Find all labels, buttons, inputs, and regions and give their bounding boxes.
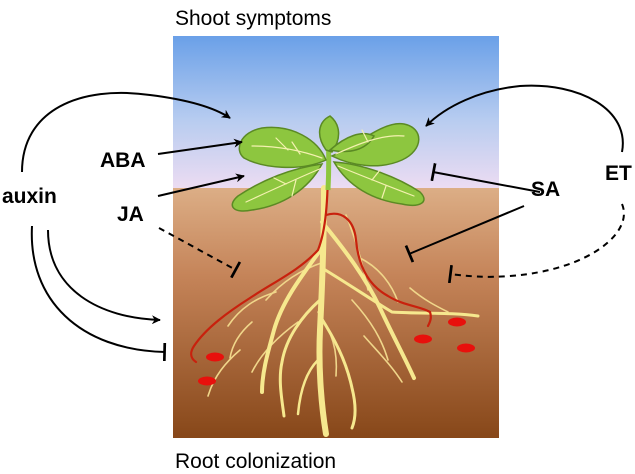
leaf xyxy=(332,161,425,206)
infection-spot xyxy=(448,317,466,327)
regulation-arrows xyxy=(21,84,625,362)
main-roots xyxy=(260,185,480,437)
sa-label: SA xyxy=(531,178,560,201)
infection-spot xyxy=(457,343,475,353)
plant-leaves xyxy=(231,115,425,212)
auxin-root-arrow xyxy=(47,229,161,325)
shoot-symptoms-caption: Shoot symptoms xyxy=(175,7,331,30)
et-label: ET xyxy=(605,162,632,185)
sa-root-inhibition xyxy=(404,205,525,263)
aba-shoot-arrow xyxy=(157,138,243,155)
auxin-root-inhibition xyxy=(30,225,167,362)
infection-spot xyxy=(198,376,216,386)
sa-shoot-inhibition xyxy=(430,162,541,193)
ja-root-inhibition xyxy=(158,227,242,279)
root-colonization-caption: Root colonization xyxy=(175,450,336,473)
infection-spot xyxy=(414,334,432,344)
leaf-veins xyxy=(245,129,415,203)
auxin-label: auxin xyxy=(2,185,57,208)
infection-spots xyxy=(198,317,475,386)
ja-shoot-arrow xyxy=(157,173,245,197)
infection-hyphae xyxy=(190,158,432,364)
leaf xyxy=(328,132,376,153)
infection-spot xyxy=(206,352,224,362)
et-root-inhibition xyxy=(447,203,625,284)
ja-label: JA xyxy=(117,203,144,226)
auxin-shoot-arrow xyxy=(21,91,231,173)
aba-label: ABA xyxy=(100,149,146,172)
et-shoot-arrow xyxy=(425,84,624,153)
